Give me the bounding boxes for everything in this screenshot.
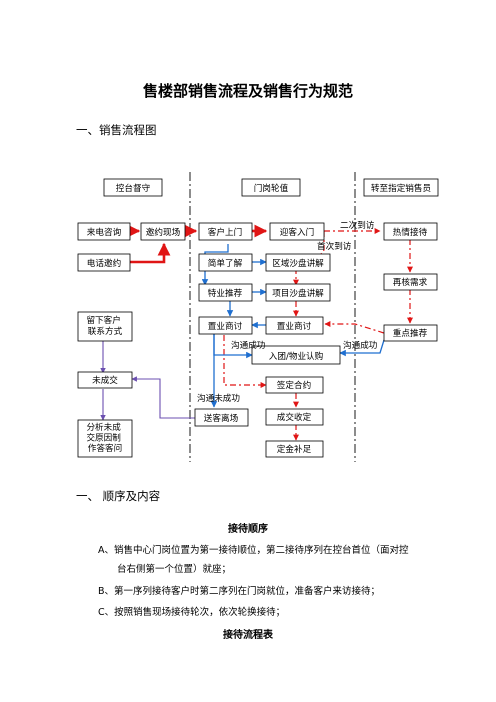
node-consult-b: 置业商讨 xyxy=(277,320,312,332)
node-leave-contact-line1: 留下客户 xyxy=(86,314,120,326)
flow-node-boxes xyxy=(77,222,438,458)
node-analyze-line3: 作答客问 xyxy=(88,442,122,454)
node-key-recommend: 重点推荐 xyxy=(393,327,428,339)
lane-header-assigned: 转至指定销售员 xyxy=(371,182,432,194)
label-comm-success-right: 沟通成功 xyxy=(343,339,378,351)
node-analyze: 分析未成 交原因制 作答客问 xyxy=(86,421,123,454)
node-deal-confirm: 成交收定 xyxy=(277,411,312,423)
lane-header-gate: 门岗轮值 xyxy=(254,182,289,194)
label-comm-fail: 沟通未成功 xyxy=(197,392,240,404)
node-customer-arrive: 客户上门 xyxy=(208,226,242,238)
node-sign: 签定合约 xyxy=(277,379,311,391)
label-first-visit: 首次到访 xyxy=(317,240,352,252)
node-special-recommend: 特业推荐 xyxy=(208,287,243,299)
reception-flow-heading: 接待流程表 xyxy=(223,630,273,641)
node-phone-inquiry: 来电咨询 xyxy=(87,226,122,238)
node-not-closed: 未成交 xyxy=(92,374,118,386)
label-comm-success-left: 沟通成功 xyxy=(231,339,266,351)
document-title: 售楼部销售流程及销售行为规范 xyxy=(142,82,353,100)
purple-connectors xyxy=(100,341,195,421)
item-b: B、第一序列接待客户时第二序列在门岗就位，准备客户来访接待； xyxy=(98,586,381,597)
item-a-line2: 台右侧第一个位置）就座； xyxy=(117,564,232,575)
node-deposit: 定金补足 xyxy=(277,443,312,455)
node-leave-contact: 留下客户 联系方式 xyxy=(86,314,123,337)
section-heading-order: 一、 顺序及内容 xyxy=(76,489,161,503)
item-a-line1: A、销售中心门岗位置为第一接待顺位，第二接待序列在控台首位（面对控 xyxy=(98,545,409,556)
lane-headers xyxy=(103,178,439,197)
node-analyze-line2: 交原因制 xyxy=(86,432,120,444)
node-warm-reception: 热情接待 xyxy=(393,226,428,238)
node-greet: 迎客入门 xyxy=(280,226,314,238)
node-area-sandtable: 区域沙盘讲解 xyxy=(272,257,324,269)
reception-order-heading: 接待顺序 xyxy=(228,524,268,535)
node-phone-invite: 电话邀约 xyxy=(87,257,121,269)
node-see-off: 送客离场 xyxy=(204,412,239,424)
lane-header-console: 控台督守 xyxy=(116,182,151,194)
node-recheck-needs: 再核需求 xyxy=(393,276,428,288)
node-invite-visit: 邀约现场 xyxy=(146,226,181,238)
label-second-visit: 二次到访 xyxy=(340,219,375,231)
node-consult-a: 置业商讨 xyxy=(208,320,243,332)
node-analyze-line1: 分析未成 xyxy=(86,421,121,433)
node-project-sandtable: 项目沙盘讲解 xyxy=(272,287,324,299)
section-heading-flowchart: 一、销售流程图 xyxy=(76,123,157,137)
node-brief-intro: 简单了解 xyxy=(208,257,243,269)
node-leave-contact-line2: 联系方式 xyxy=(88,325,123,337)
lane-dividers xyxy=(189,172,356,462)
item-c: C、按照销售现场接待轮次，依次轮换接待； xyxy=(98,607,286,618)
red-solid-connectors xyxy=(127,224,268,264)
node-group-subscribe: 入团/物业认购 xyxy=(269,350,323,362)
